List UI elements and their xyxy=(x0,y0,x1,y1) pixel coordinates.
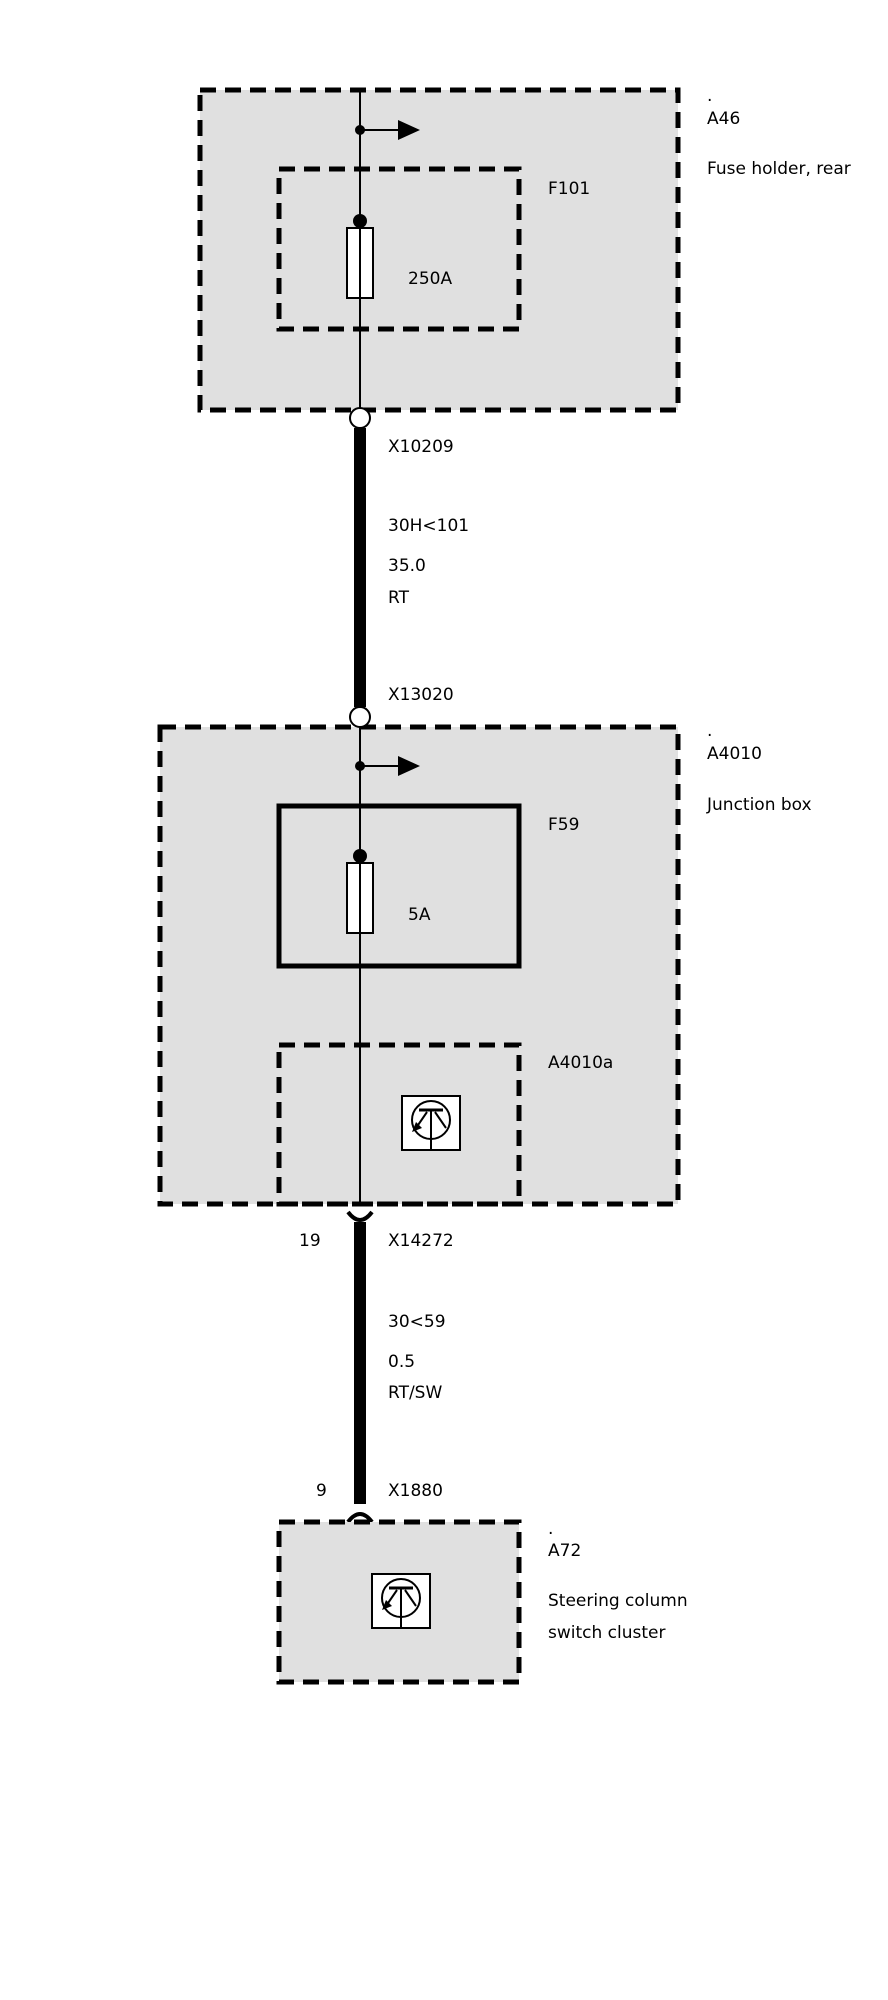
wire2-color: RT/SW xyxy=(388,1383,442,1403)
a72-dot: . xyxy=(548,1519,553,1539)
a72-id: A72 xyxy=(548,1541,581,1561)
a4010-description: Junction box xyxy=(706,795,812,815)
a4010-dot: . xyxy=(707,721,712,741)
x14272-label: X14272 xyxy=(388,1231,454,1251)
connector-x13020[interactable] xyxy=(349,706,371,728)
a4010a-transistor-icon[interactable] xyxy=(401,1095,461,1151)
a72-description-line1: Steering column xyxy=(548,1591,688,1611)
f101-id: F101 xyxy=(548,179,590,199)
a46-dot: . xyxy=(707,86,712,106)
a4010-id: A4010 xyxy=(707,744,762,764)
wire2-cross-section: 0.5 xyxy=(388,1352,415,1372)
f59-outline xyxy=(276,803,522,969)
wire2-signal: 30<59 xyxy=(388,1312,446,1332)
wire1-color: RT xyxy=(388,588,410,608)
a4010-branch-arrow-icon xyxy=(398,756,420,776)
connector-x14272[interactable] xyxy=(346,1210,374,1222)
f59-id: F59 xyxy=(548,815,579,835)
x10209-label: X10209 xyxy=(388,437,454,457)
a46-id: A46 xyxy=(707,109,740,129)
wire1-signal: 30H<101 xyxy=(388,516,469,536)
a46-description: Fuse holder, rear xyxy=(707,159,851,179)
component-a46[interactable] xyxy=(197,87,681,413)
f59-rating: 5A xyxy=(408,905,431,925)
a46-branch-arrow-icon xyxy=(398,120,420,140)
f59-terminal-node xyxy=(353,849,367,863)
f101-terminal-node xyxy=(353,214,367,228)
wire1-cross-section: 35.0 xyxy=(388,556,426,576)
connector-x10209[interactable] xyxy=(349,407,371,429)
a72-transistor-icon[interactable] xyxy=(371,1573,431,1629)
f101-rating: 250A xyxy=(408,269,452,289)
x1880-pin: 9 xyxy=(316,1481,327,1501)
x14272-pin: 19 xyxy=(299,1231,321,1251)
a72-description-line2: switch cluster xyxy=(548,1623,666,1643)
a46-outline xyxy=(197,87,681,413)
x13020-label: X13020 xyxy=(388,685,454,705)
x1880-label: X1880 xyxy=(388,1481,443,1501)
a4010a-id: A4010a xyxy=(548,1053,613,1073)
